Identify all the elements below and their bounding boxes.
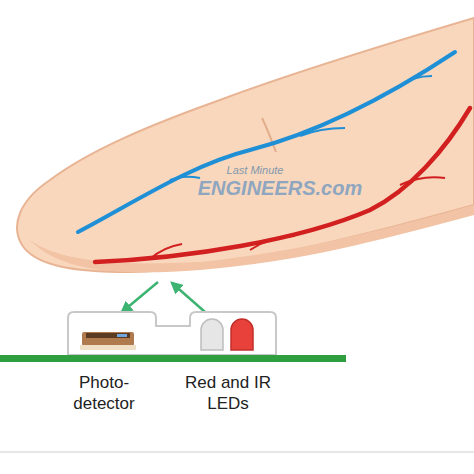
photodetector	[82, 332, 134, 346]
watermark-text: ENGINEERS.com	[180, 176, 380, 201]
artery	[95, 108, 470, 262]
ir-led	[201, 319, 223, 350]
part-label: Red and IR LEDs	[173, 372, 283, 415]
photodetector-window	[86, 333, 130, 338]
artery-branch	[150, 244, 182, 259]
finger	[17, 18, 474, 272]
red-led	[231, 319, 253, 350]
watermark-text: Last Minute	[175, 164, 335, 178]
emitted-light-arrow	[172, 283, 205, 312]
photodetector-cell	[117, 334, 127, 337]
part-label: Photo- detector	[64, 372, 144, 415]
vein	[78, 52, 455, 232]
baseline	[0, 452, 474, 453]
artery-branch	[250, 236, 295, 250]
artery-branch	[400, 177, 445, 185]
photodetector-base	[80, 345, 136, 350]
reflected-light-arrow	[122, 282, 158, 312]
sensor-housing	[68, 312, 276, 355]
vein-branch	[300, 128, 345, 136]
vein-branch	[170, 177, 200, 180]
pcb	[0, 355, 346, 362]
vein-branch	[400, 76, 432, 86]
